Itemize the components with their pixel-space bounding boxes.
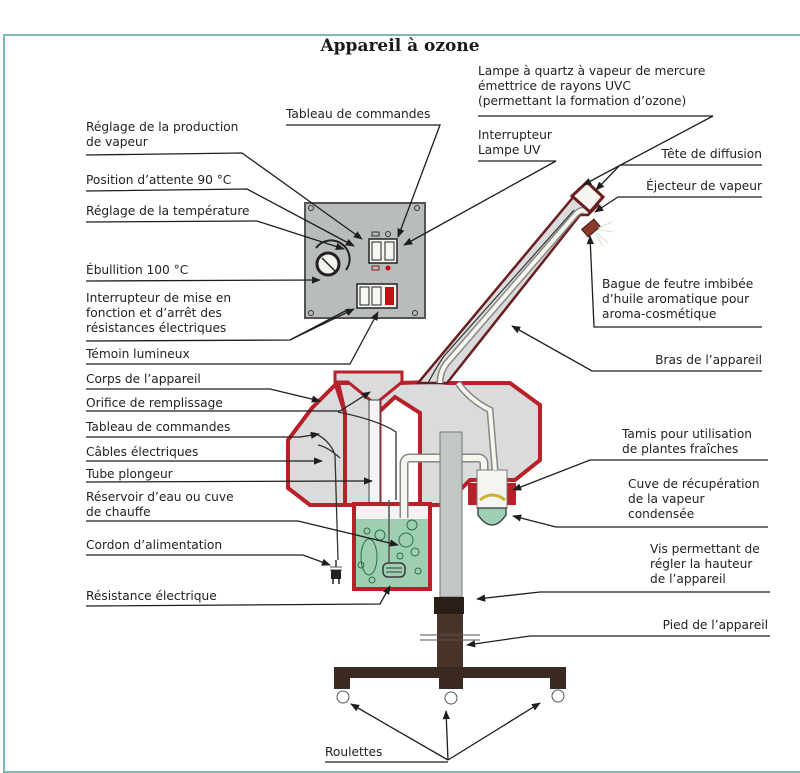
label-pied-appareil: Pied de l’appareil (662, 618, 768, 632)
label-cordon-alimentation: Cordon d’alimentation (86, 538, 223, 552)
filling-tube (368, 399, 381, 511)
label-tube-plongeur: Tube plongeur (86, 467, 173, 481)
column (439, 431, 463, 598)
label-roulettes: Roulettes (325, 745, 383, 759)
device-arm (415, 179, 614, 471)
heating-resistance (382, 562, 406, 578)
indicator-light (385, 287, 394, 305)
diagram-title: Appareil à ozone (320, 36, 480, 56)
power-plug (331, 570, 341, 579)
water-bubbles (357, 519, 422, 584)
label-bras-appareil: Bras de l’appareil (655, 353, 762, 367)
label-tete-diffusion: Tête de diffusion (661, 147, 762, 161)
felt-ring (580, 218, 602, 238)
label-position-attente: Position d’attente 90 °C (86, 173, 232, 187)
steam-spray (595, 221, 614, 248)
caster-right (551, 689, 565, 703)
height-screw (434, 597, 464, 614)
sieve-chamber (476, 469, 508, 509)
switch-block-upper (368, 238, 398, 264)
label-reglage-temperature: Réglage de la température (86, 204, 250, 218)
label-ebullition: Ébullition 100 °C (86, 263, 189, 277)
condensation-cup (477, 507, 507, 526)
caster-left (336, 690, 350, 704)
label-tableau-commandes-bas: Tableau de commandes (86, 420, 231, 434)
label-ejecteur-vapeur: Éjecteur de vapeur (646, 179, 762, 193)
label-temoin-lumineux: Témoin lumineux (86, 347, 190, 361)
label-resistance-electrique: Résistance électrique (86, 589, 217, 603)
column-and-stand (334, 431, 566, 705)
label-cables-electriques: Câbles électriques (86, 445, 199, 459)
leader-lines (85, 115, 770, 763)
tank-air-gap (356, 506, 428, 519)
stand-column (437, 614, 463, 669)
label-tableau-commandes-haut: Tableau de commandes (286, 107, 431, 121)
label-corps-appareil: Corps de l’appareil (86, 372, 201, 386)
caster-center (444, 691, 458, 705)
control-panel (304, 202, 426, 319)
label-orifice-remplissage: Orifice de remplissage (86, 396, 223, 410)
